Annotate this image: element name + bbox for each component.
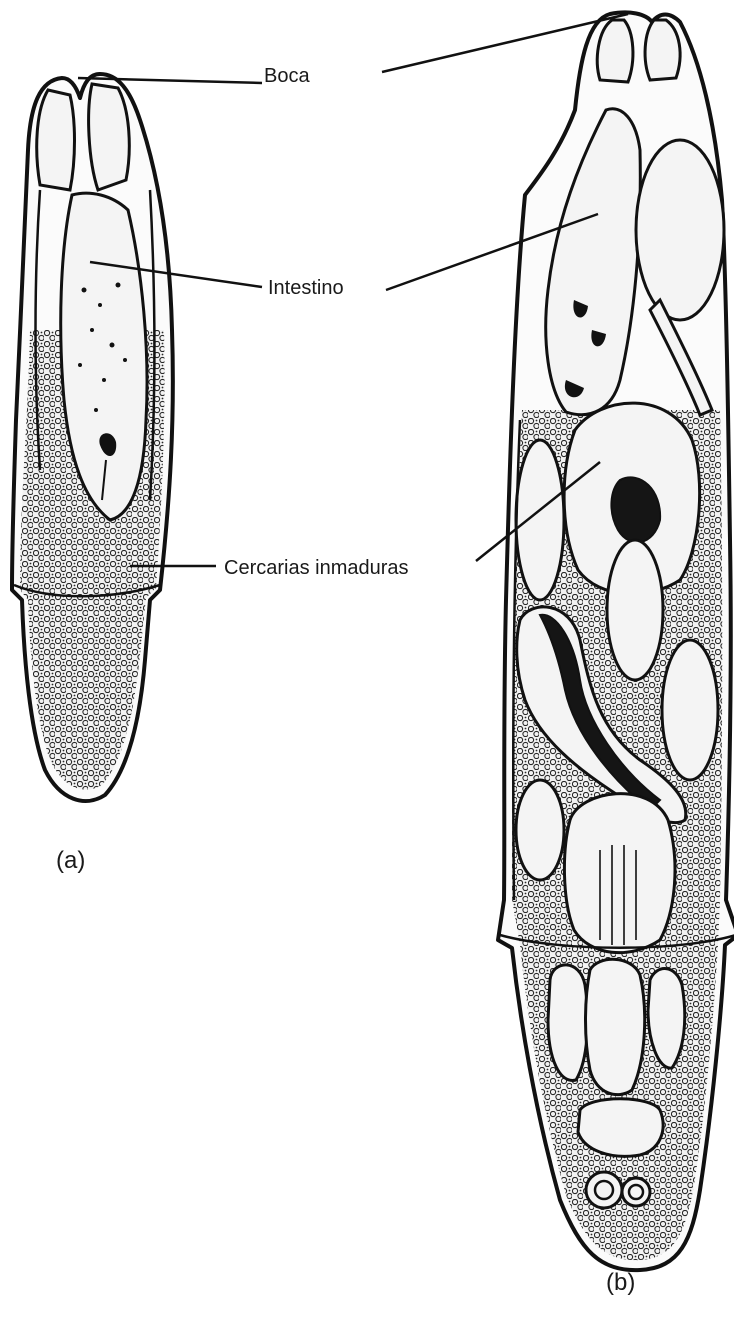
- germ-ball-left: [586, 1172, 622, 1208]
- cercaria-upper-right: [636, 140, 724, 320]
- germ-ball-right: [622, 1178, 650, 1206]
- panel-label-a: (a): [56, 847, 85, 874]
- cercaria-bottom-left: [548, 965, 588, 1081]
- redia-b-pharynx-right: [645, 20, 680, 80]
- label-intestino: Intestino: [268, 277, 344, 299]
- redia-b-drawing: [498, 12, 734, 1270]
- redia-a-drawing: [12, 74, 173, 801]
- cercaria-bottom-center: [586, 959, 645, 1094]
- cercaria-lower-left: [516, 780, 564, 880]
- redia-b-germ-mass: [578, 1099, 663, 1157]
- label-boca: Boca: [264, 65, 310, 87]
- redia-a-pharynx-left: [37, 90, 75, 190]
- redia-a-pharynx-right: [89, 84, 130, 190]
- cercaria-left-upper: [516, 440, 564, 600]
- cercaria-lower-center: [564, 794, 675, 953]
- label-cercarias: Cercarias inmaduras: [224, 557, 409, 579]
- panel-label-b: (b): [606, 1269, 635, 1296]
- cercaria-body-center: [607, 540, 663, 680]
- redia-b-pharynx-left: [597, 20, 633, 82]
- cercaria-right-middle: [662, 640, 718, 780]
